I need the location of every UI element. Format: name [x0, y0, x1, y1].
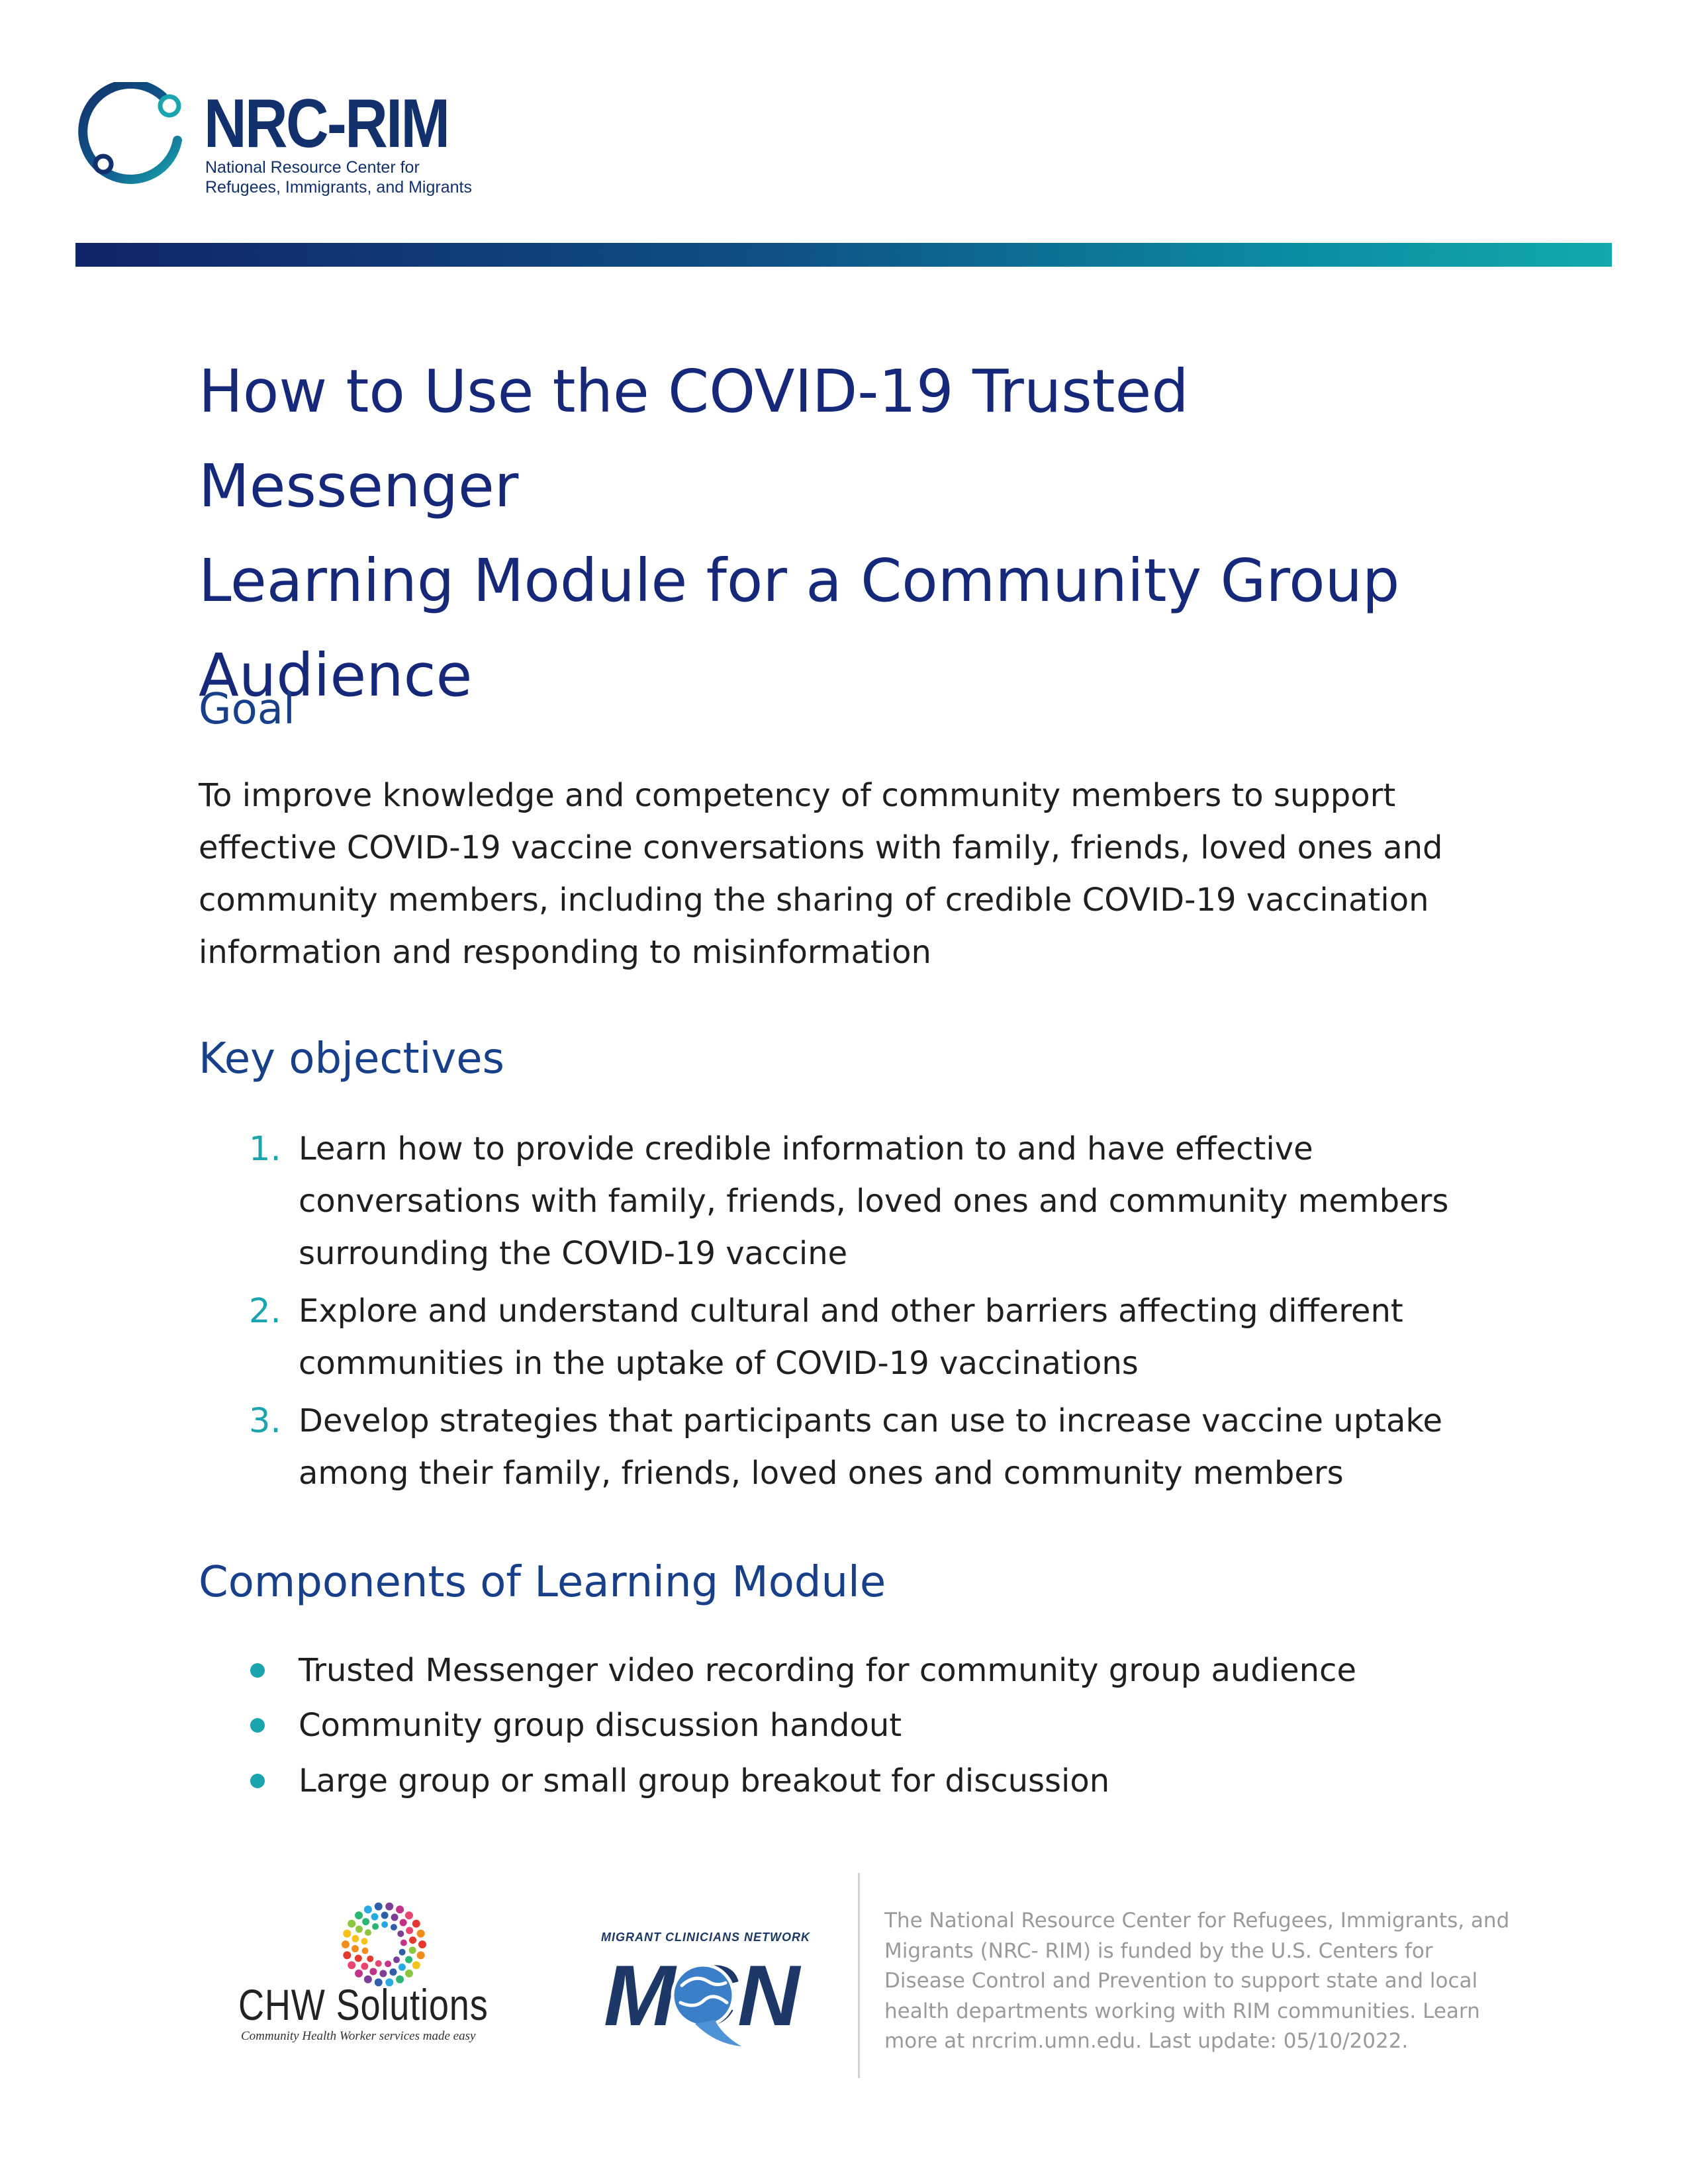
- burst-dot: [409, 1936, 417, 1944]
- burst-dot: [361, 1947, 369, 1954]
- page-title: How to Use the COVID-19 Trusted Messenge…: [199, 344, 1523, 723]
- burst-dot: [405, 1956, 413, 1964]
- burst-dot: [391, 1913, 399, 1921]
- component-text: Community group discussion handout: [299, 1707, 902, 1744]
- nrc-rim-ring-icon: [78, 82, 182, 184]
- footer-divider: [858, 1873, 860, 2078]
- burst-dot: [412, 1919, 420, 1928]
- burst-dot: [396, 1905, 404, 1914]
- component-item: Trusted Messenger video recording for co…: [199, 1644, 1509, 1697]
- burst-dot: [418, 1940, 426, 1948]
- burst-dot: [374, 1978, 383, 1987]
- logo-name: NRC-RIM: [204, 85, 450, 162]
- burst-dot: [355, 1911, 363, 1920]
- burst-dot: [352, 1934, 359, 1942]
- burst-dot: [363, 1975, 372, 1983]
- burst-dot: [389, 1968, 397, 1976]
- burst-dot: [375, 1960, 382, 1967]
- objectives-heading: Key objectives: [199, 1034, 504, 1083]
- burst-dot: [342, 1940, 350, 1948]
- logo-subtitle-line1: National Resource Center for: [205, 158, 420, 177]
- burst-dot: [355, 1969, 363, 1978]
- burst-dot: [372, 1923, 379, 1930]
- burst-dot: [396, 1975, 404, 1983]
- objective-text: Learn how to provide credible informatio…: [299, 1130, 1449, 1272]
- burst-dot: [348, 1919, 356, 1928]
- burst-dot: [400, 1939, 407, 1946]
- burst-dot: [404, 1911, 413, 1920]
- burst-dot: [354, 1954, 362, 1962]
- burst-dot: [355, 1925, 363, 1933]
- burst-dot: [393, 1956, 400, 1964]
- chw-logo-tagline: Community Health Worker services made ea…: [241, 2029, 476, 2043]
- objective-text: Explore and understand cultural and othe…: [299, 1293, 1403, 1382]
- burst-dot: [412, 1961, 420, 1970]
- burst-dot: [381, 1921, 389, 1929]
- burst-dot: [361, 1962, 369, 1970]
- burst-dot: [397, 1930, 404, 1937]
- burst-dot: [379, 1970, 387, 1978]
- burst-dot: [363, 1905, 372, 1914]
- logo-subtitle-line2: Refugees, Immigrants, and Migrants: [205, 178, 472, 197]
- burst-dot: [364, 1929, 371, 1936]
- burst-dot: [362, 1918, 370, 1926]
- mcn-logo-top-text: MIGRANT CLINICIANS NETWORK: [601, 1931, 810, 1944]
- bullet-icon: [250, 1663, 265, 1678]
- burst-dot: [406, 1927, 414, 1934]
- burst-dot: [371, 1913, 379, 1921]
- components-heading: Components of Learning Module: [199, 1558, 886, 1607]
- component-item: Community group discussion handout: [199, 1699, 1509, 1752]
- burst-dot: [348, 1961, 356, 1970]
- chw-logo-name: CHW Solutions: [238, 1980, 489, 2029]
- burst-dot: [343, 1951, 352, 1960]
- burst-dot: [369, 1968, 377, 1976]
- burst-dot: [408, 1946, 416, 1954]
- title-line: Learning Module for a Community Group: [199, 546, 1400, 615]
- burst-dot: [381, 1911, 389, 1919]
- burst-dot: [385, 1960, 392, 1968]
- title-line: Audience: [199, 641, 473, 709]
- burst-dot: [399, 1919, 407, 1927]
- burst-dot: [385, 1978, 394, 1987]
- goal-text: To improve knowledge and competency of c…: [199, 777, 1443, 971]
- chw-dot-burst-icon: [342, 1902, 426, 1987]
- objective-number: 2.: [249, 1292, 281, 1331]
- nrc-rim-logo: NRC-RIM National Resource Center for Ref…: [78, 82, 472, 208]
- burst-dot: [351, 1945, 359, 1953]
- objective-number: 3.: [249, 1402, 281, 1441]
- bullet-icon: [250, 1718, 265, 1733]
- goal-heading: Goal: [199, 685, 295, 734]
- mcn-globe-icon: MCN: [604, 1947, 802, 2046]
- burst-dot: [416, 1929, 425, 1938]
- burst-dot: [361, 1938, 368, 1945]
- burst-dot: [399, 1948, 406, 1956]
- burst-dot: [390, 1923, 397, 1931]
- component-text: Large group or small group breakout for …: [299, 1762, 1110, 1799]
- mcn-logo: MIGRANT CLINICIANS NETWORK MCN: [596, 1919, 810, 2052]
- objective-text: Develop strategies that participants can…: [299, 1402, 1443, 1492]
- burst-dot: [367, 1955, 374, 1962]
- header-gradient-rule: [75, 243, 1612, 267]
- objective-number: 1.: [249, 1130, 281, 1169]
- component-text: Trusted Messenger video recording for co…: [299, 1652, 1356, 1689]
- chw-solutions-logo: CHW Solutions Community Health Worker se…: [238, 1898, 530, 2050]
- bullet-icon: [250, 1774, 265, 1788]
- burst-dot: [398, 1963, 406, 1971]
- burst-dot: [416, 1951, 425, 1960]
- footer-funding-note: The National Resource Center for Refugee…: [884, 1909, 1510, 2053]
- burst-dot: [385, 1902, 394, 1911]
- burst-dot: [374, 1902, 383, 1911]
- burst-dot: [343, 1929, 352, 1938]
- burst-dot: [404, 1969, 413, 1978]
- component-item: Large group or small group breakout for …: [199, 1754, 1509, 1807]
- title-line: How to Use the COVID-19 Trusted Messenge…: [199, 357, 1189, 520]
